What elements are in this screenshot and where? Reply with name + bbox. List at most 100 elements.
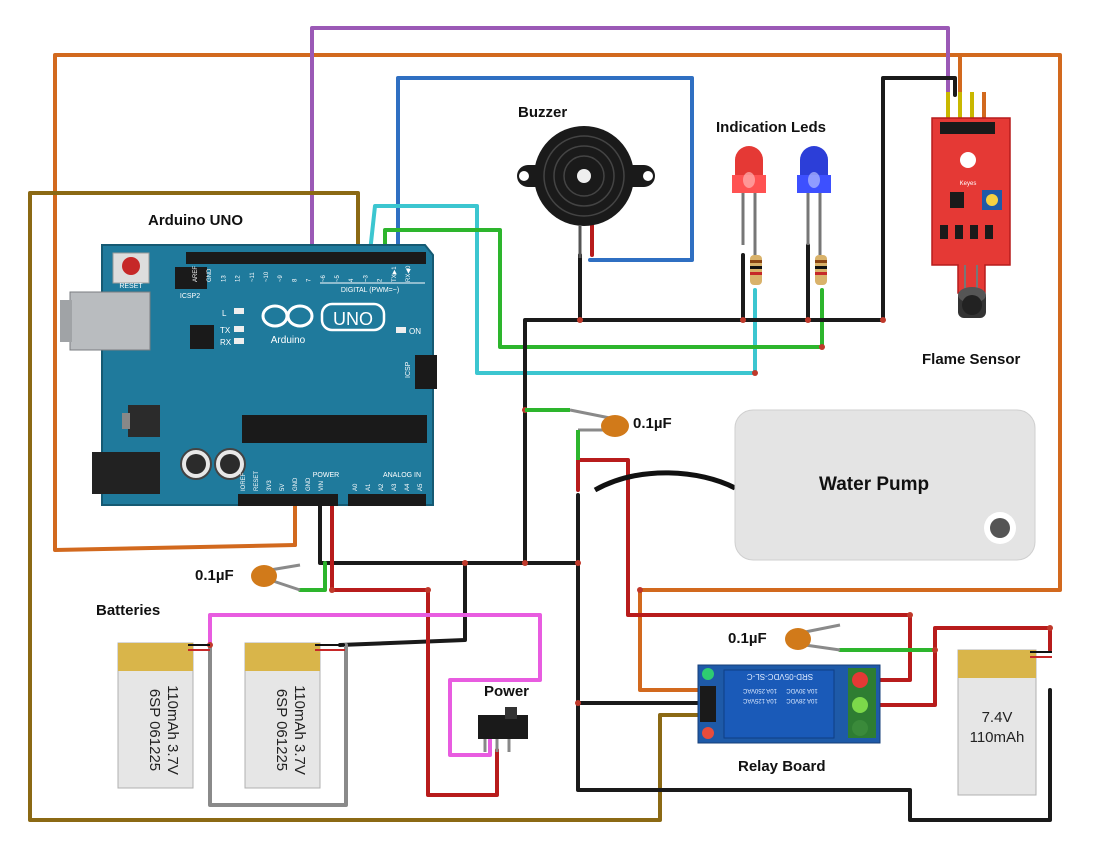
pump-battery-line2: 110mAh (970, 729, 1025, 746)
pin-label: 12 (236, 275, 242, 282)
battery-1-line1: 6SP 061225 (146, 689, 163, 771)
pin-label: AREF (193, 266, 199, 282)
arduino-label: Arduino UNO (148, 212, 243, 229)
pin-label: ~3 (363, 274, 369, 282)
wire-green-cap-left (298, 561, 327, 592)
batteries-label: Batteries (96, 602, 161, 619)
capacitor-top-label: 0.1µF (633, 415, 672, 432)
battery-1: 6SP 061225 110mAh 3.7V (117, 642, 210, 789)
buzzer-label: Buzzer (518, 104, 568, 121)
icsp2-label: ICSP2 (180, 293, 200, 300)
relay-board-label: Relay Board (738, 758, 826, 775)
pin-label: IOREF (241, 472, 247, 491)
relay-rating-3: 10A 30VDC (786, 687, 818, 693)
capacitor-relay (785, 623, 841, 652)
pin-label: GND (306, 477, 312, 491)
capacitor-left (251, 563, 301, 592)
wire-green-led (383, 228, 824, 349)
wire-gray-batt-link (208, 643, 348, 807)
pin-label: 7 (307, 278, 313, 282)
wire-black-gnd-main (318, 503, 580, 565)
pin-label: GND (207, 268, 213, 282)
usb-port (69, 291, 151, 351)
led-l-label: L (222, 309, 227, 318)
power-label: Power (484, 683, 530, 700)
buzzer (517, 126, 655, 258)
usb-chip (190, 325, 214, 349)
resistor-2 (815, 255, 827, 285)
water-pump (593, 409, 1036, 561)
resistor-1 (750, 255, 762, 285)
pin-label: ~5 (335, 274, 341, 282)
on-label: ON (409, 327, 421, 336)
wire-magenta-switch (208, 613, 542, 757)
wire-red-vin (330, 503, 499, 797)
water-pump-label: Water Pump (819, 474, 930, 495)
power-switch (478, 707, 528, 752)
battery-2-line2: 110mAh 3.7V (291, 685, 308, 775)
red-led (732, 146, 766, 255)
capacitor-top (525, 408, 629, 460)
pin-label: RESET (254, 471, 260, 491)
rx-label: RX (220, 338, 232, 347)
pin-label: A4 (405, 483, 411, 491)
wire-red-battery (868, 626, 1052, 707)
battery-pump: 7.4V 110mAh (957, 649, 1052, 796)
pin-label: GND (293, 477, 299, 491)
wire-junctions (207, 317, 1053, 706)
pin-label: A2 (379, 483, 385, 491)
pin-label: 13 (221, 275, 227, 282)
pin-label: VIN (319, 481, 325, 491)
battery-2: 6SP 061225 110mAh 3.7V (244, 642, 345, 789)
wire-purple-signal (310, 26, 950, 254)
capacitor-left-label: 0.1µF (195, 567, 234, 584)
pin-label: RX◀0 (406, 265, 412, 282)
pin-label: A5 (418, 483, 424, 491)
pin-label: ~6 (321, 274, 327, 282)
wire-black-switch (338, 561, 467, 647)
wire-cyan-led (368, 204, 757, 375)
relay-model-text: SRD-05VDC-SL-C (747, 672, 813, 681)
pin-label: ~9 (278, 274, 284, 282)
relay-rating-4: 10A 28VDC (786, 697, 818, 703)
relay-rating-1: 10A 250VAC (742, 687, 777, 693)
wire-black-gnd-bus (523, 76, 957, 565)
pin-label: A1 (366, 483, 372, 491)
relay-board: SRD-05VDC-SL-C 10A 250VAC 10A 30VDC 10A … (697, 664, 881, 744)
tx-label: TX (220, 326, 231, 335)
pin-label: A0 (353, 483, 359, 491)
analog-pin-labels: A0 A1 A2 A3 A4 A5 (353, 483, 424, 491)
sensor-brand-text: Keyes (960, 181, 977, 187)
digital-header (186, 252, 426, 264)
power-header (238, 494, 338, 506)
wire-olive-relay (28, 191, 702, 822)
wire-blue-buzzer (396, 76, 694, 262)
pin-label: ~10 (264, 271, 270, 282)
flame-sensor-label: Flame Sensor (922, 351, 1021, 368)
capacitor-relay-label: 0.1µF (728, 630, 767, 647)
pin-label: ~11 (250, 272, 256, 282)
arduino-brand-text: Arduino (271, 335, 306, 346)
pin-label: 2 (378, 278, 384, 282)
pin-label: TX▶1 (392, 266, 398, 282)
leds-label: Indication Leds (716, 119, 827, 136)
wire-black-pump (576, 493, 1052, 822)
arduino-logo: UNO Arduino (261, 302, 386, 346)
pin-label: 5V (280, 484, 286, 491)
pin-label: 4 (349, 278, 355, 282)
atmega-chip (242, 415, 427, 443)
reset-label: RESET (119, 283, 143, 290)
icsp-label: ICSP (405, 361, 412, 378)
dc-jack (92, 452, 160, 494)
uno-logo-text: UNO (333, 309, 373, 329)
pin-label: A3 (392, 483, 398, 491)
digital-label: DIGITAL (PWM=~) (341, 287, 399, 294)
power-header-label: POWER (313, 472, 339, 479)
flame-sensor-module: Keyes (931, 92, 1011, 318)
pump-battery-line1: 7.4V (982, 709, 1013, 726)
battery-1-line2: 110mAh 3.7V (164, 685, 181, 775)
